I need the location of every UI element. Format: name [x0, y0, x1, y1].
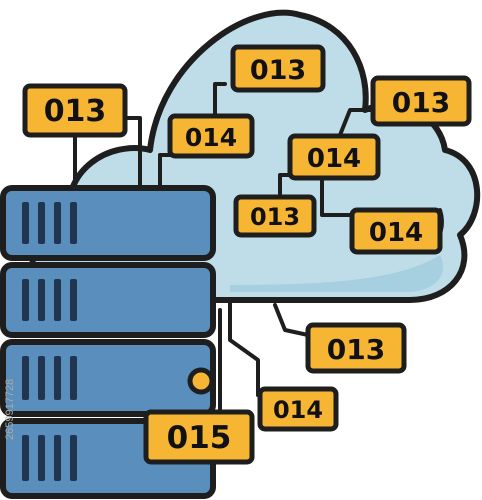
tag-label: 014 — [369, 218, 423, 248]
tag-label: 013 — [327, 333, 385, 366]
server-unit — [0, 339, 216, 417]
data-tag: 014 — [167, 113, 255, 159]
data-tag: 013 — [233, 194, 317, 238]
server-unit — [0, 185, 216, 261]
data-tag: 014 — [287, 133, 381, 181]
tag-label: 013 — [250, 203, 300, 231]
data-tag: 013 — [22, 83, 128, 138]
tag-label: 013 — [392, 86, 450, 119]
data-tag: 013 — [230, 44, 326, 93]
data-tag: 014 — [349, 207, 443, 255]
server-rack-icon — [0, 185, 216, 499]
data-tag: 013 — [370, 75, 472, 127]
tag-label: 013 — [44, 94, 107, 129]
tag-label: 014 — [273, 396, 323, 424]
tag-label: 014 — [185, 123, 237, 152]
tag-label: 014 — [307, 144, 361, 174]
cloud-inner-shade — [230, 255, 444, 292]
tag-label: 013 — [250, 55, 306, 86]
stock-id-label: 2659917728 — [4, 379, 16, 440]
data-tags: 013 013 014 013 014 013 014 013 — [22, 44, 472, 465]
data-tag: 013 — [305, 322, 407, 374]
status-led-icon — [187, 367, 215, 395]
data-tag: 014 — [257, 386, 339, 432]
tag-label: 015 — [167, 420, 232, 456]
server-unit — [0, 262, 216, 338]
data-tag: 015 — [143, 409, 255, 465]
